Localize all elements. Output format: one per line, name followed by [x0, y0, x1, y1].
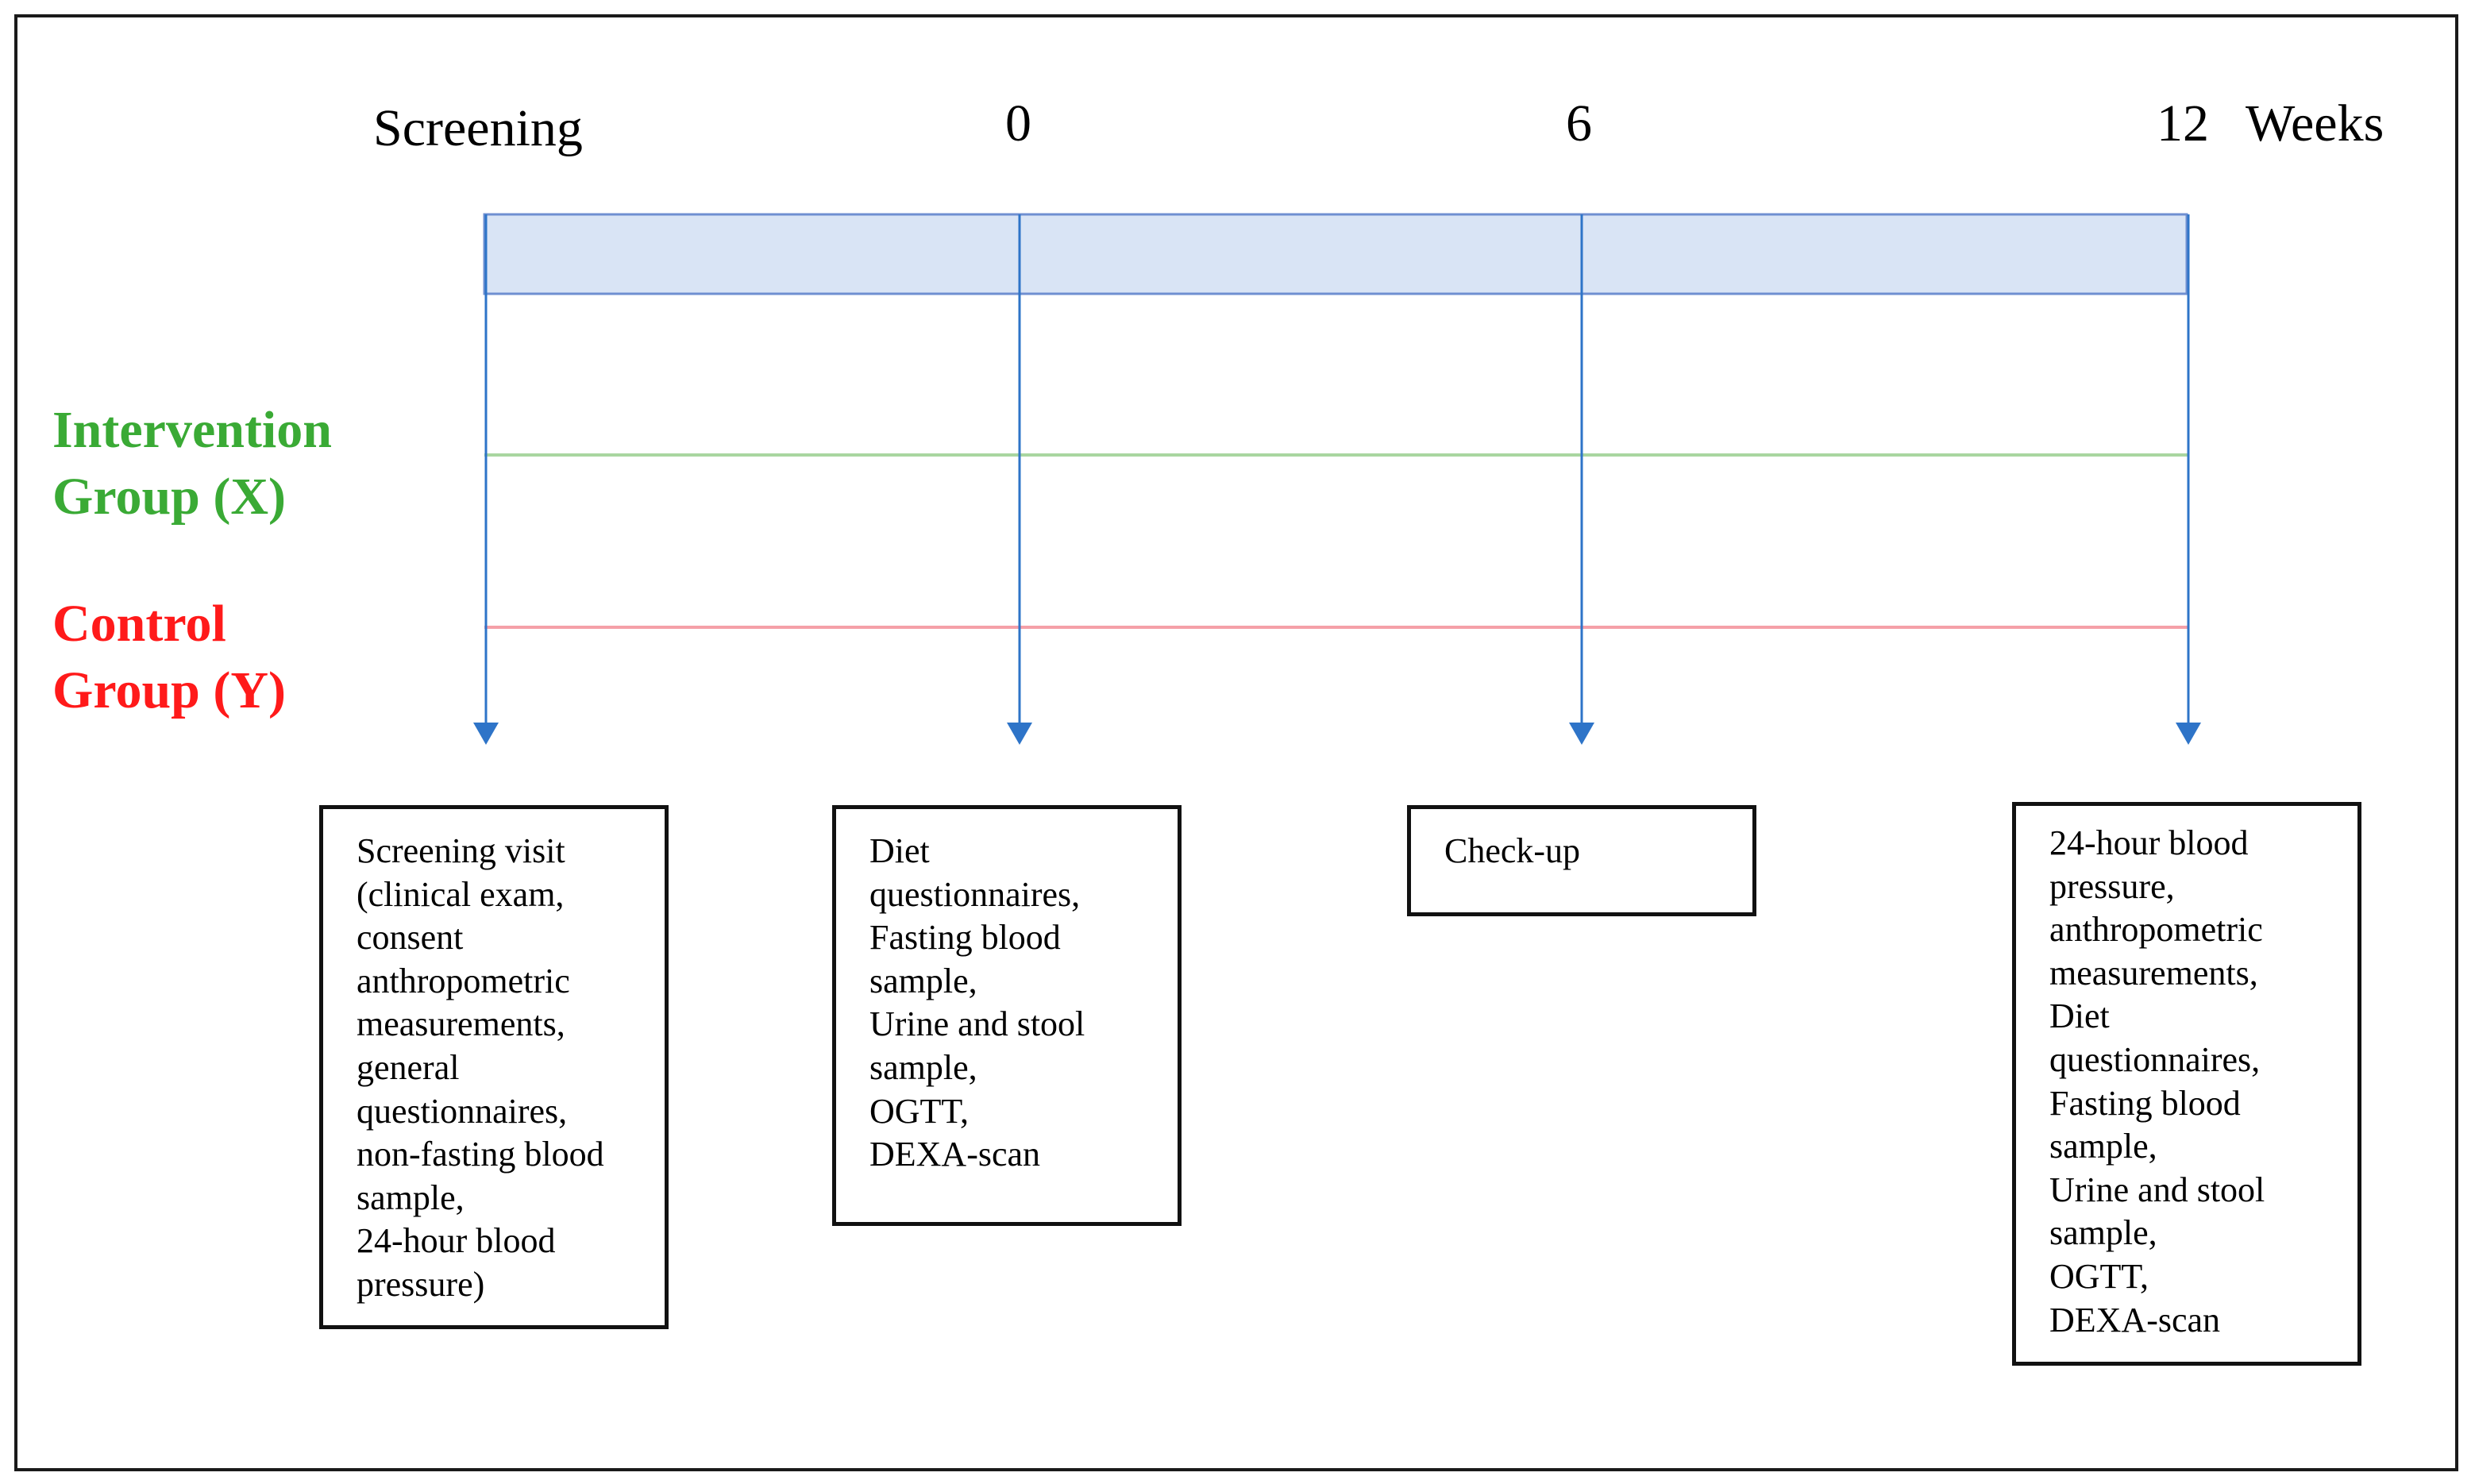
timepoint-week-0: 0 — [1005, 94, 1031, 152]
box-line: questionnaires, — [869, 874, 1081, 914]
timepoint-week-6: 6 — [1566, 94, 1592, 152]
box-line: Urine and stool — [869, 1004, 1085, 1044]
box-line: 24-hour blood — [357, 1221, 556, 1261]
screening-visit-box: Screening visit (clinical exam, consent … — [319, 805, 669, 1329]
box-line: questionnaires, — [357, 1091, 568, 1131]
week-0-box: Diet questionnaires, Fasting blood sampl… — [832, 805, 1182, 1226]
timeline-bar — [483, 213, 2188, 295]
box-line: sample, — [2049, 1213, 2157, 1253]
week-12-box: 24-hour blood pressure, anthropometric m… — [2012, 802, 2361, 1366]
box-line: pressure) — [357, 1264, 485, 1304]
intervention-group-line2: Group (X) — [52, 468, 286, 526]
box-line: Fasting blood — [2049, 1083, 2241, 1123]
arrow-week-6-head — [1569, 723, 1594, 745]
box-line: (clinical exam, — [357, 874, 565, 914]
intervention-group-label: Intervention Group (X) — [52, 397, 332, 530]
intervention-group-line1: Intervention — [52, 401, 332, 459]
box-line: general — [357, 1047, 460, 1087]
timeline-unit-label: Weeks — [2246, 94, 2384, 152]
box-line: sample, — [869, 961, 977, 1000]
diagram-frame — [14, 14, 2458, 1471]
box-line: anthropometric — [2049, 910, 2263, 950]
box-line: questionnaires, — [2049, 1039, 2261, 1079]
box-line: sample, — [869, 1047, 977, 1087]
week-6-box: Check-up — [1407, 805, 1756, 916]
box-line: OGTT, — [869, 1091, 970, 1131]
box-line: Screening visit — [357, 831, 565, 870]
box-line: measurements, — [2049, 953, 2258, 993]
box-line: measurements, — [357, 1004, 565, 1044]
control-group-line2: Group (Y) — [52, 661, 286, 719]
box-line: Diet — [2049, 996, 2110, 1036]
box-line: pressure, — [2049, 866, 2175, 906]
box-line: sample, — [357, 1178, 465, 1217]
control-group-line1: Control — [52, 595, 226, 653]
timepoint-screening: Screening — [373, 99, 583, 157]
timepoint-week-12: 12 — [2157, 94, 2209, 152]
box-line: DEXA-scan — [869, 1135, 1041, 1174]
arrow-week-0-head — [1007, 723, 1032, 745]
box-line: DEXA-scan — [2049, 1300, 2221, 1339]
box-line: anthropometric — [357, 961, 570, 1000]
box-line: non-fasting blood — [357, 1135, 604, 1174]
box-line: sample, — [2049, 1127, 2157, 1166]
control-group-label: Control Group (Y) — [52, 591, 286, 724]
box-line: Check-up — [1444, 831, 1581, 870]
box-line: consent — [357, 918, 464, 958]
box-line: 24-hour blood — [2049, 823, 2249, 862]
box-line: Urine and stool — [2049, 1170, 2265, 1209]
arrow-week-12-head — [2176, 723, 2201, 745]
box-line: OGTT, — [2049, 1256, 2149, 1296]
arrow-screening-head — [473, 723, 499, 745]
box-line: Fasting blood — [869, 918, 1061, 958]
box-line: Diet — [869, 831, 930, 870]
